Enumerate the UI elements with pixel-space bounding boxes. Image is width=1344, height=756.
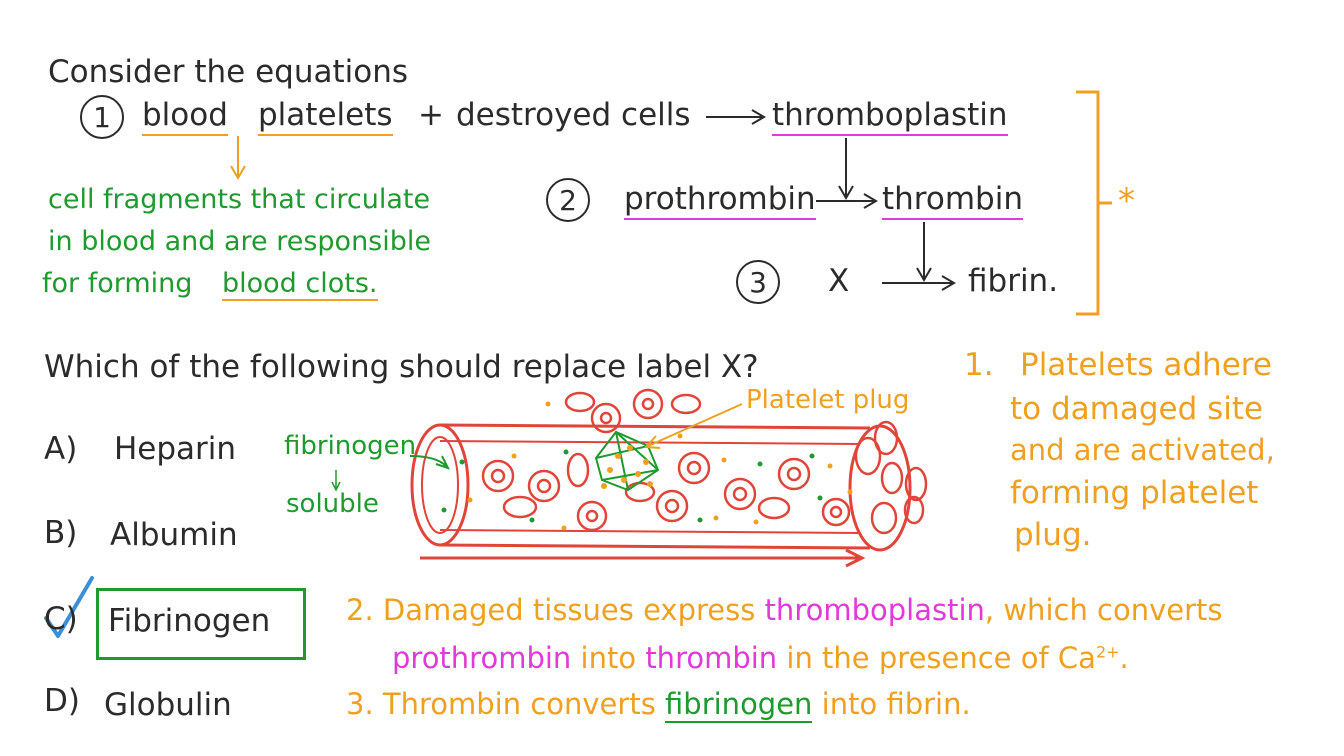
soluble-label: soluble [286, 489, 379, 519]
eq2-thrombin: thrombin [882, 181, 1023, 220]
note2-line1: 2. Damaged tissues express thromboplasti… [346, 593, 1223, 627]
option-c-letter: C) [44, 601, 78, 637]
note2-line2: prothrombin into thrombin in the presenc… [392, 641, 1129, 675]
option-a-text: Heparin [114, 431, 237, 467]
platelets-note-arrow [230, 136, 246, 180]
platelet-note-line3a: for forming [42, 268, 193, 299]
eq3-number: 3 [736, 260, 780, 304]
eq1-number: 1 [80, 95, 124, 139]
note3-text-c: into fibrin. [821, 687, 971, 721]
eq3-x: X [828, 263, 850, 299]
eq1-blood: blood [142, 97, 228, 136]
eq1-arrow [706, 109, 766, 125]
bracket-star: * [1118, 181, 1135, 221]
note2-text-h: . [1119, 641, 1129, 675]
note1-line4: forming platelet [1010, 475, 1259, 511]
note1-line3: and are activated, [1010, 433, 1275, 467]
check-mark-icon [44, 576, 94, 638]
thromboplastin-down-arrow [838, 138, 854, 200]
note2-prothrombin: prothrombin [392, 641, 572, 675]
answer-box [96, 588, 306, 660]
eq2-number: 2 [546, 178, 590, 222]
option-b-text: Albumin [110, 517, 238, 553]
thrombin-down-arrow [916, 222, 932, 282]
note2-text-e: into [580, 641, 637, 675]
platelet-note-line2: in blood and are responsible [48, 226, 431, 257]
blood-vessel-illustration [331, 388, 928, 568]
option-b-letter: B) [44, 515, 78, 551]
platelet-note-blood-clots: blood clots. [222, 268, 378, 302]
note2-superscript: 2+ [1095, 642, 1120, 662]
eq2-arrow [816, 193, 878, 209]
eq3-fibrin: fibrin. [968, 263, 1059, 299]
equations-bracket [1076, 90, 1112, 316]
note2-thrombin: thrombin [645, 641, 778, 675]
note3-number: 3. [346, 687, 374, 721]
note3-line: 3. Thrombin converts fibrinogen into fib… [346, 687, 971, 723]
option-c-text: Fibrinogen [108, 603, 271, 639]
note2-number: 2. [346, 593, 374, 627]
option-a-letter: A) [44, 431, 78, 467]
note2-text-g: in the presence of Ca [786, 641, 1096, 675]
platelet-plug-label: Platelet plug [746, 385, 910, 415]
eq1-thromboplastin: thromboplastin [772, 97, 1008, 136]
question-text: Which of the following should replace la… [44, 349, 759, 385]
note1-line1: Platelets adhere [1020, 347, 1272, 383]
note3-text-a: Thrombin converts [382, 687, 656, 721]
note2-text-a: Damaged tissues express [382, 593, 756, 627]
note3-fibrinogen: fibrinogen [665, 687, 813, 723]
note2-text-c: , which converts [984, 593, 1223, 627]
eq3-arrow [882, 275, 956, 291]
eq2-prothrombin: prothrombin [624, 181, 816, 220]
intro-text: Consider the equations [48, 54, 409, 90]
note1-number: 1. [964, 347, 994, 383]
option-d-text: Globulin [104, 687, 232, 723]
note2-thromboplastin: thromboplastin [764, 593, 985, 627]
eq1-destroyed-cells: destroyed cells [456, 97, 691, 133]
note1-line5: plug. [1014, 517, 1092, 553]
note1-line2: to damaged site [1010, 391, 1264, 427]
platelet-note-line1: cell fragments that circulate [48, 184, 431, 215]
eq1-platelets: platelets [258, 97, 393, 136]
option-d-letter: D) [44, 683, 80, 719]
fibrinogen-label: fibrinogen [284, 431, 417, 461]
eq1-plus: + [418, 97, 444, 133]
